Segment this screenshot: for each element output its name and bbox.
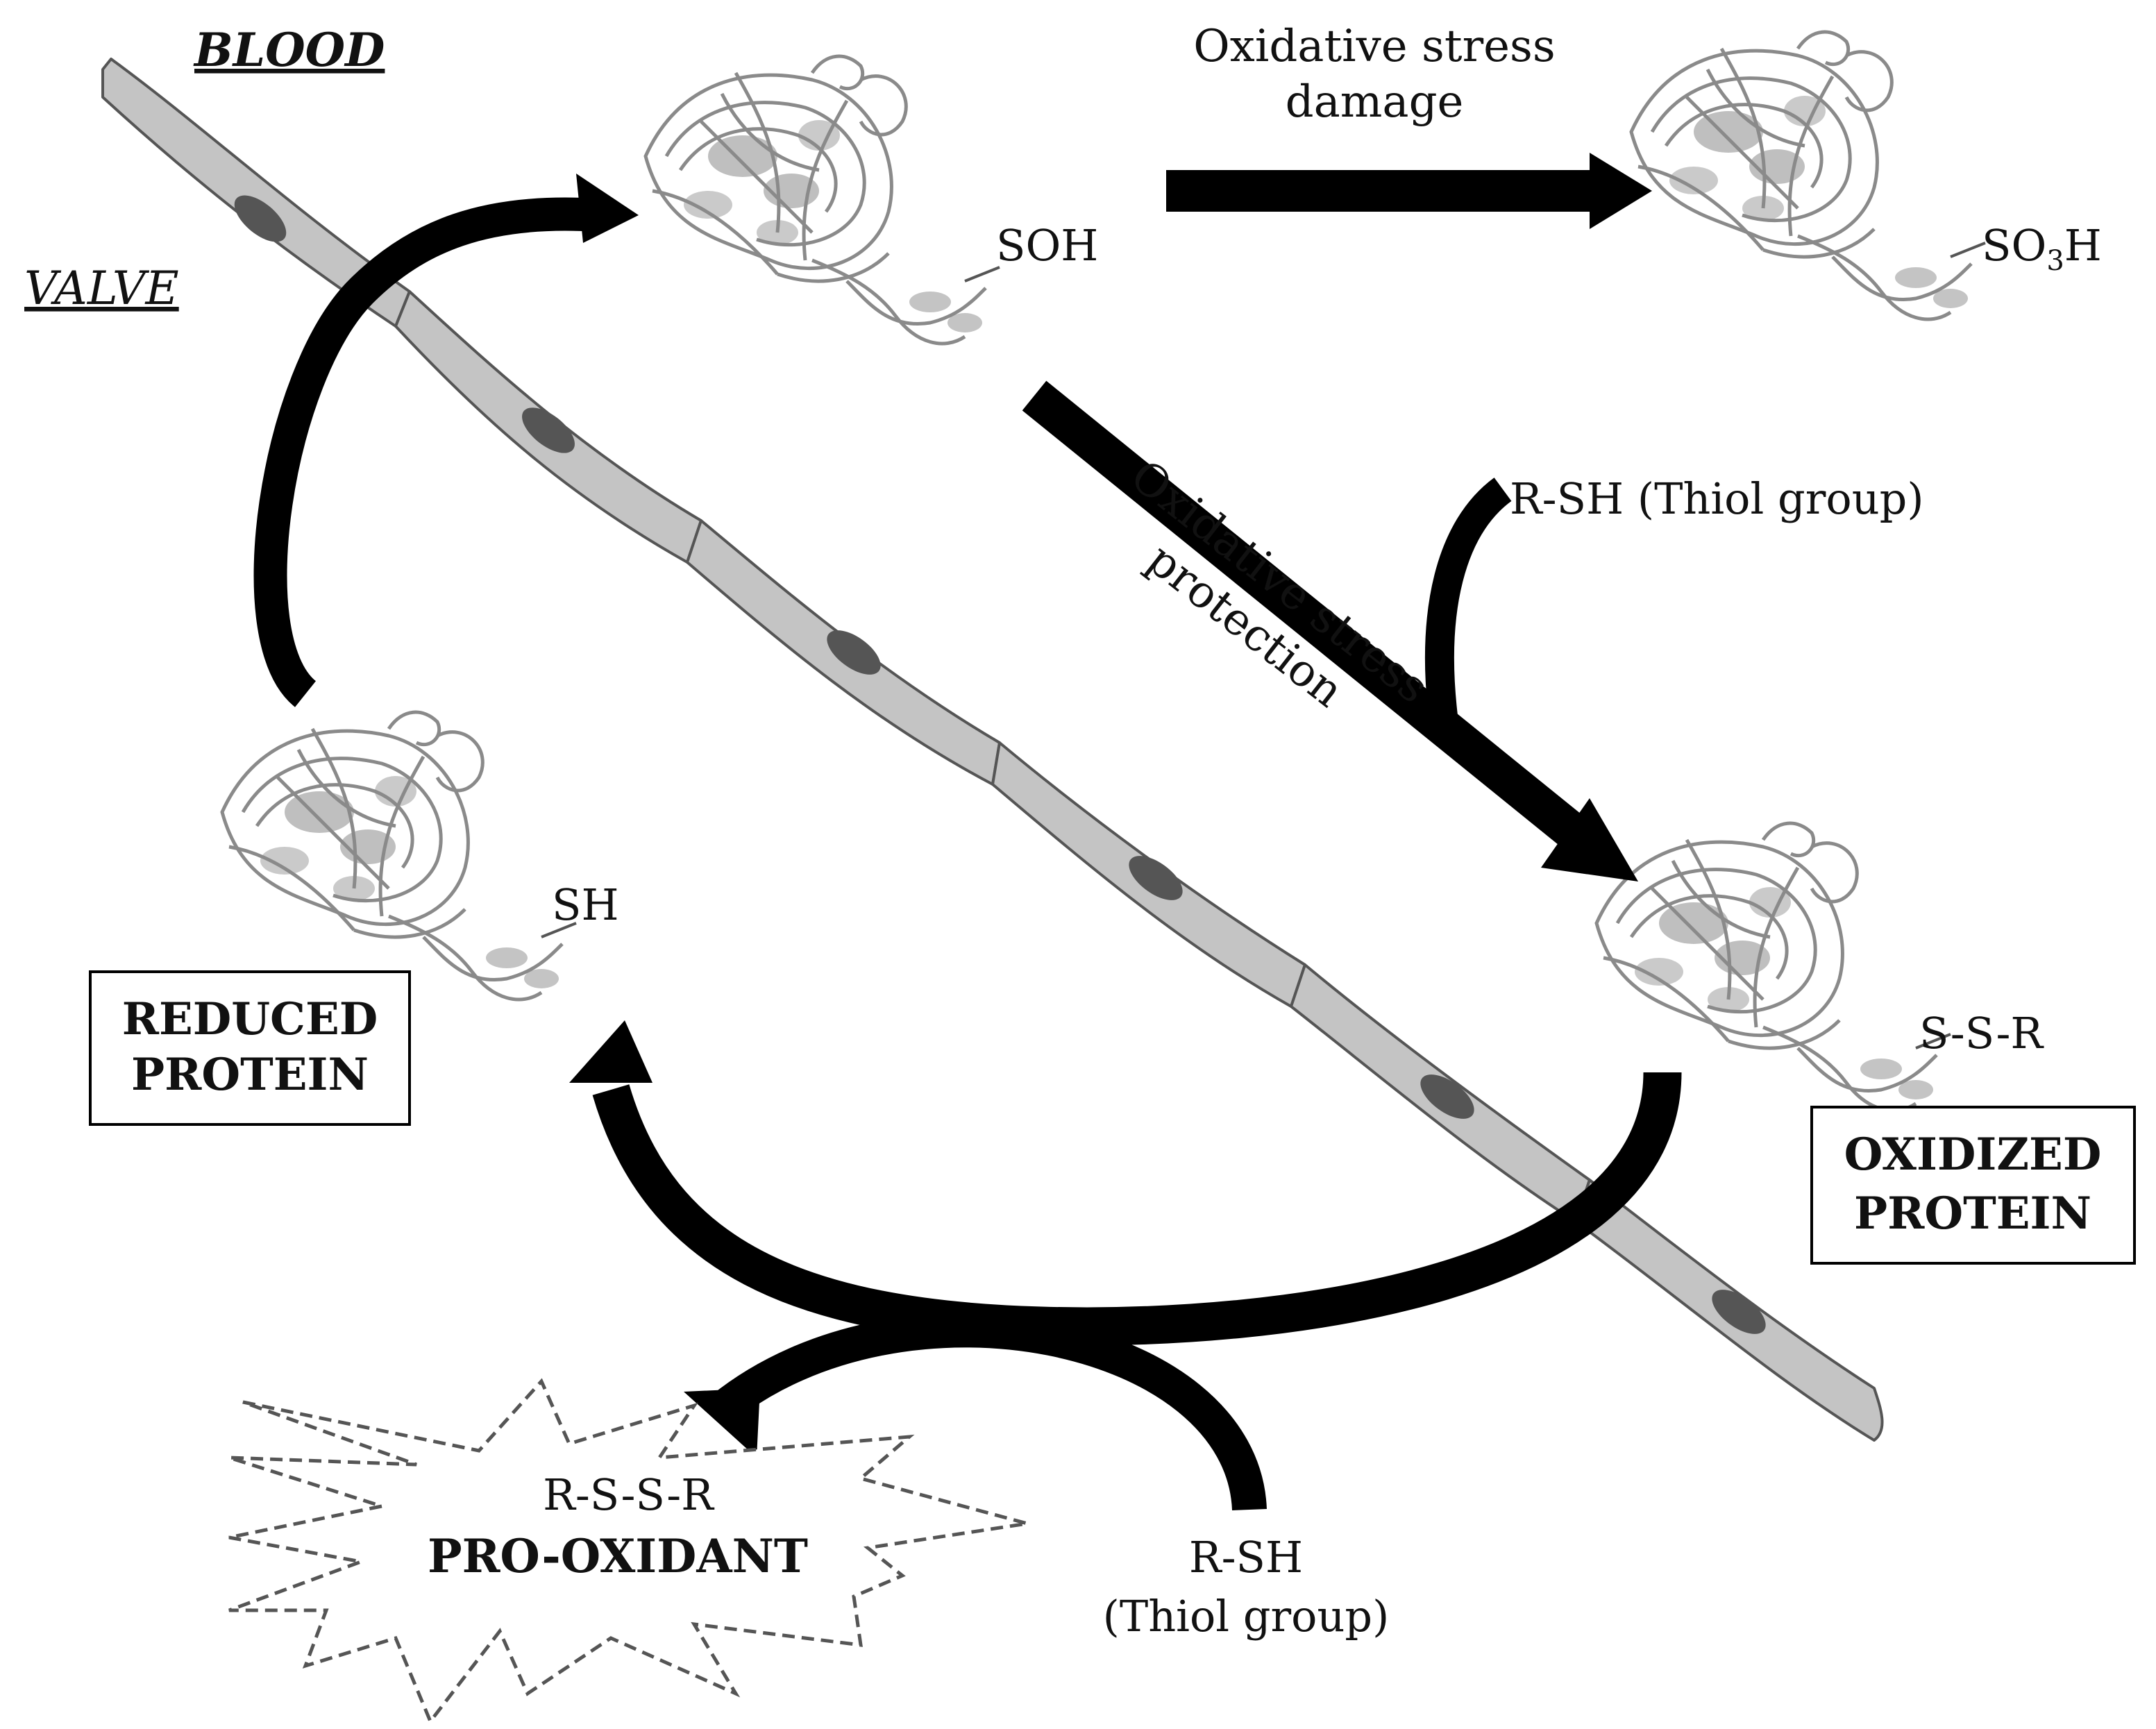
oxidized-label-line1: OXIDIZED	[1844, 1129, 2102, 1181]
pro-oxidant-label: PRO-OXIDANT	[428, 1529, 808, 1583]
protein-reduced-sh	[222, 712, 576, 1000]
arrow-thiol-to-prooxidant-head	[684, 1388, 760, 1458]
pro-oxidant-starburst	[228, 1378, 1028, 1725]
ssr-label: S-S-R	[1919, 1008, 2044, 1059]
soh-label: SOH	[996, 220, 1098, 271]
sh-label: SH	[552, 879, 619, 930]
arrow-protection	[1022, 380, 1595, 855]
reduced-label-line1: REDUCED	[122, 993, 378, 1045]
so3h-subscript: 3	[2046, 245, 2064, 277]
valve-label: VALVE	[24, 262, 179, 315]
rsh-bottom-label: R-SH	[1189, 1532, 1303, 1583]
protein-soh	[646, 56, 1000, 344]
damage-label-line2: damage	[1286, 76, 1464, 128]
arrow-thiol-to-prooxidant	[711, 1313, 1267, 1511]
arrow-thiol-top	[1424, 478, 1512, 724]
oxidized-label-line2: PROTEIN	[1854, 1188, 2091, 1240]
so3h-label: SO3H	[1982, 220, 2102, 277]
reduced-label-line2: PROTEIN	[131, 1049, 369, 1101]
arrow-reduced-to-soh	[253, 197, 598, 707]
damage-label-line1: Oxidative stress	[1193, 21, 1555, 72]
arrow-damage-head	[1590, 153, 1652, 229]
blood-label: BLOOD	[193, 23, 385, 77]
rssr-label: R-S-S-R	[543, 1469, 715, 1520]
so3h-end: H	[2064, 220, 2102, 271]
protein-so3h	[1631, 32, 1985, 319]
cell-nuclei	[234, 195, 1766, 1334]
arrows	[253, 153, 1682, 1511]
thiol-bottom-label: (Thiol group)	[1103, 1591, 1390, 1642]
thiol-top-label: R-SH (Thiol group)	[1510, 473, 1924, 524]
reduced-protein-box	[89, 970, 411, 1126]
so3h-main: SO	[1982, 220, 2046, 271]
arrow-oxidized-to-reduced	[592, 1072, 1682, 1346]
arrow-protection-head	[1541, 798, 1638, 882]
arrow-oxidized-to-reduced-head	[569, 1020, 652, 1083]
oxidized-protein-box	[1810, 1106, 2136, 1265]
protein-oxidized-ssr	[1597, 823, 1951, 1111]
arrow-reduced-to-soh-head	[576, 174, 639, 243]
